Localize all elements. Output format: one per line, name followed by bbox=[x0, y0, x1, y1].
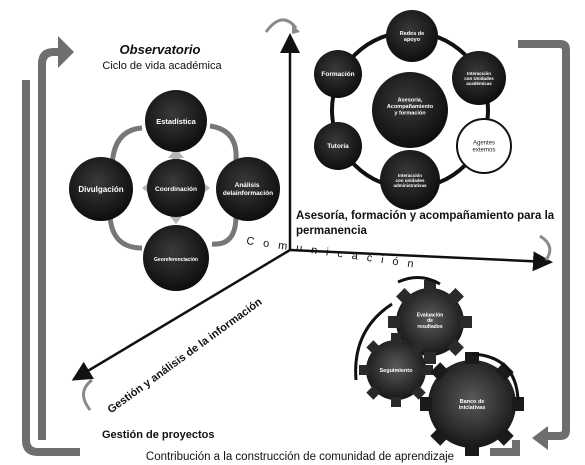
wheel-node-formacion bbox=[314, 50, 362, 98]
node-analisis-label: Análisis delainformación bbox=[223, 182, 273, 197]
frame-arrow-bottom-right bbox=[490, 440, 520, 456]
wheel-node-redes bbox=[386, 10, 438, 62]
wheel-node-tutoria bbox=[314, 122, 362, 170]
observatorio-title: Observatorio bbox=[119, 42, 201, 57]
rotation-arrows bbox=[82, 18, 552, 411]
node-coordinacion-label: Coordinación bbox=[155, 186, 197, 193]
node-estadistica-label: Estadística bbox=[156, 117, 196, 126]
cycle-arrow-bl bbox=[107, 215, 143, 251]
observatorio-cycle: Estadística Coordinación Divulgación Geo… bbox=[69, 90, 280, 291]
observatorio-subtitle: Ciclo de vida académica bbox=[102, 60, 222, 72]
frame-arrow-right bbox=[518, 40, 570, 450]
node-analisis bbox=[216, 157, 280, 221]
node-coordinacion bbox=[147, 159, 205, 217]
rotation-arrow-left bbox=[82, 378, 93, 411]
gear-curve-top bbox=[397, 276, 441, 286]
node-georeferenciacion bbox=[143, 225, 209, 291]
node-analisis-label-text: Análisis bbox=[235, 182, 260, 189]
node-divulgacion-label: Divulgación bbox=[78, 185, 123, 194]
footer-label: Contribución a la construcción de comuni… bbox=[145, 451, 455, 463]
node-estadistica bbox=[145, 90, 207, 152]
frame-arrow-top-left bbox=[38, 36, 74, 440]
node-georeferenciacion-label: Georeferenciación bbox=[154, 257, 198, 263]
frame-arrows bbox=[22, 36, 570, 456]
rotation-arrow-right bbox=[539, 234, 552, 261]
asesoria-label: Asesoría, formación y acompañamiento par… bbox=[296, 210, 555, 237]
wheel-node-formacion-label: Formación bbox=[321, 71, 354, 78]
node-divulgacion bbox=[69, 157, 133, 221]
proyectos-label: Gestión de proyectos bbox=[102, 429, 215, 441]
wheel-node-agentes-externos bbox=[456, 118, 512, 174]
frame-arrow-bottom bbox=[22, 80, 80, 456]
cycle-arrow-tr bbox=[209, 123, 239, 161]
axis-down-left bbox=[71, 248, 291, 381]
rotation-arrow-top bbox=[264, 18, 298, 33]
gear-banco bbox=[420, 352, 524, 456]
wheel-center bbox=[372, 72, 448, 148]
gear-seguimiento-label: Seguimiento bbox=[379, 368, 413, 374]
axis-right bbox=[289, 248, 553, 272]
comunicacion-label: Comunicación bbox=[246, 235, 424, 272]
wheel-node-unidades-academicas bbox=[452, 51, 506, 105]
wheel-node-unidades-administrativas bbox=[380, 150, 440, 210]
cycle-arrow-br bbox=[211, 215, 239, 247]
node-analisis-label-line: delainformación bbox=[223, 190, 273, 197]
rotation-arrowhead-top bbox=[292, 24, 300, 34]
gear-curve-left bbox=[354, 302, 393, 381]
axes bbox=[71, 33, 553, 381]
wheel-node-tutoria-label: Tutoría bbox=[327, 143, 349, 150]
gear-curve-right bbox=[471, 352, 520, 401]
